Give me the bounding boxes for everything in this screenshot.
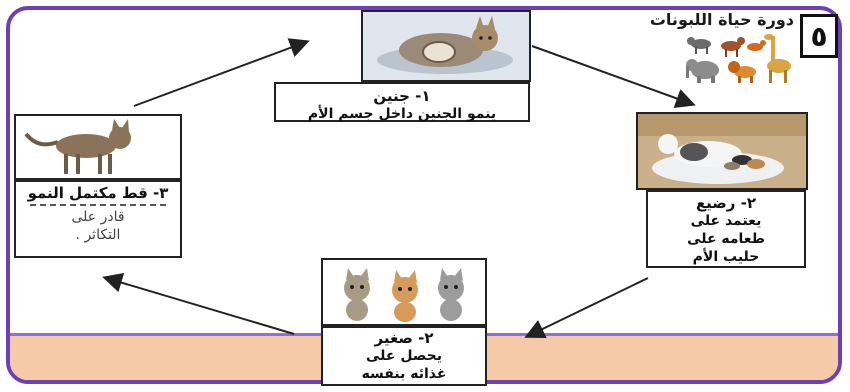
stage-adult-desc-1: قادر على <box>71 209 125 225</box>
stage-embryo-description: ينمو الجنين داخل جسم الأم <box>307 106 497 122</box>
pregnant-cat-image <box>363 12 529 80</box>
diagram-title: دورة حياة اللبونات <box>649 10 794 29</box>
stage-infant: ٢- رضيع يعتمد على طعامه على حليب الأم <box>646 190 806 268</box>
wolf-icon <box>687 37 711 54</box>
fox-icon <box>747 40 766 51</box>
young-image-box <box>321 258 487 326</box>
stage-infant-desc-2: طعامه على <box>687 231 765 247</box>
lion-icon <box>728 61 756 83</box>
stage-infant-heading: ٢- رضيع <box>695 194 757 212</box>
stage-young-desc-2: غذائه بنفسه <box>361 366 447 382</box>
lesson-number-badge: ٥ <box>800 14 838 58</box>
stage-adult: ٣- قط مكتمل النمو قادر على التكاثر . <box>14 180 182 258</box>
arrow-adult-to-embryo <box>133 38 310 107</box>
stage-young: ٢- صغير يحصل على غذائه بنفسه <box>321 326 487 386</box>
divider <box>30 204 166 206</box>
arrow-infant-to-young <box>524 277 649 339</box>
infant-image-box <box>636 112 808 190</box>
stage-adult-desc-2: التكاثر . <box>75 227 121 243</box>
arrow-young-to-adult <box>102 272 295 335</box>
stage-young-desc-1: يحصل على <box>366 348 442 364</box>
embryo-image-box <box>361 10 531 82</box>
stage-embryo: ١- جنين ينمو الجنين داخل جسم الأم <box>274 82 530 122</box>
deer-icon <box>721 37 745 57</box>
adult-image-box <box>14 114 182 180</box>
stage-young-heading: ٢- صغير <box>374 329 434 347</box>
stage-adult-heading: ٣- قط مكتمل النمو <box>27 184 169 202</box>
stage-embryo-heading: ١- جنين <box>373 87 431 105</box>
adult-cat-image <box>16 116 180 178</box>
arrow-embryo-to-infant <box>531 45 696 108</box>
kittens-image <box>323 260 485 324</box>
stage-infant-desc-1: يعتمد على <box>690 213 762 229</box>
animals-illustration <box>686 34 791 83</box>
giraffe-icon <box>764 34 791 83</box>
nursing-cat-image <box>638 114 806 188</box>
elephant-icon <box>686 59 719 83</box>
stage-infant-desc-3: حليب الأم <box>692 249 760 265</box>
